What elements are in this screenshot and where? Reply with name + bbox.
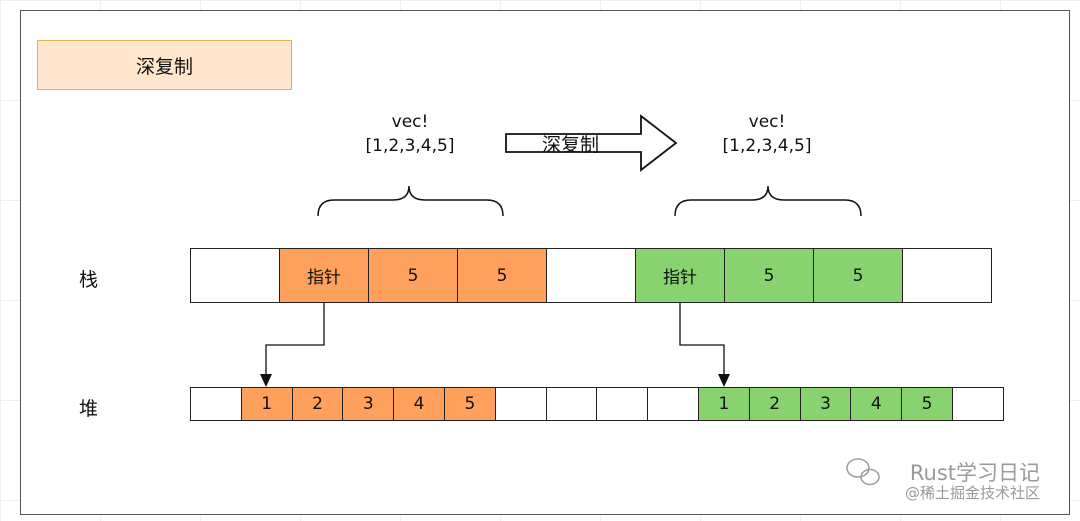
watermark: Rust学习日记 @稀土掘金技术社区 — [905, 462, 1040, 502]
heap-row-label: 堆 — [79, 398, 99, 420]
left-curly-brace — [317, 185, 504, 217]
stack-cell-3: 5 — [457, 248, 547, 303]
heap-cell-5: 5 — [444, 387, 496, 421]
stack-cell-4 — [546, 248, 636, 303]
stack-row-label: 栈 — [79, 269, 99, 291]
heap-cell-14: 5 — [901, 387, 953, 421]
heap-cell-9 — [647, 387, 699, 421]
heap-cell-15 — [952, 387, 1004, 421]
heap-cell-1: 1 — [240, 387, 293, 421]
left-vec-label: vec! [1,2,3,4,5] — [350, 110, 470, 158]
block-arrow-shape — [505, 114, 678, 172]
title-box: 深复制 — [37, 40, 292, 90]
stack-cell-8 — [902, 248, 992, 303]
heap-cell-4: 4 — [393, 387, 445, 421]
heap-cell-10: 1 — [698, 387, 750, 421]
right-pointer-line — [679, 303, 725, 377]
stack-cell-6: 5 — [724, 248, 814, 303]
title-text: 深复制 — [135, 55, 193, 78]
arrow-label: 深复制 — [542, 134, 600, 156]
left-vec-line2: [1,2,3,4,5] — [365, 136, 455, 156]
right-vec-line1: vec! — [748, 112, 786, 132]
right-pointer-arrowhead — [718, 374, 730, 387]
right-vec-label: vec! [1,2,3,4,5] — [707, 110, 827, 158]
left-pointer-arrowhead — [260, 374, 272, 387]
heap-cell-7 — [545, 387, 598, 421]
watermark-main: Rust学习日记 — [909, 461, 1040, 485]
watermark-sub: @稀土掘金技术社区 — [904, 484, 1040, 502]
heap-cell-2: 2 — [291, 387, 344, 421]
heap-cell-12: 3 — [799, 387, 852, 421]
heap-cell-13: 4 — [850, 387, 903, 421]
heap-cell-11: 2 — [748, 387, 801, 421]
stack-cell-2: 5 — [368, 248, 458, 303]
left-vec-line1: vec! — [391, 112, 429, 132]
stack-cell-5: 指针 — [635, 248, 725, 303]
stack-cell-7: 5 — [813, 248, 903, 303]
stack-cell-0 — [190, 248, 280, 303]
heap-cell-8 — [596, 387, 649, 421]
left-pointer-line — [265, 303, 325, 377]
heap-cell-0 — [190, 387, 242, 421]
heap-cell-3: 3 — [342, 387, 395, 421]
right-vec-line2: [1,2,3,4,5] — [722, 136, 812, 156]
heap-cell-6 — [494, 387, 547, 421]
stack-cell-1: 指针 — [279, 248, 369, 303]
wechat-icon — [846, 458, 880, 486]
right-curly-brace — [674, 185, 862, 217]
